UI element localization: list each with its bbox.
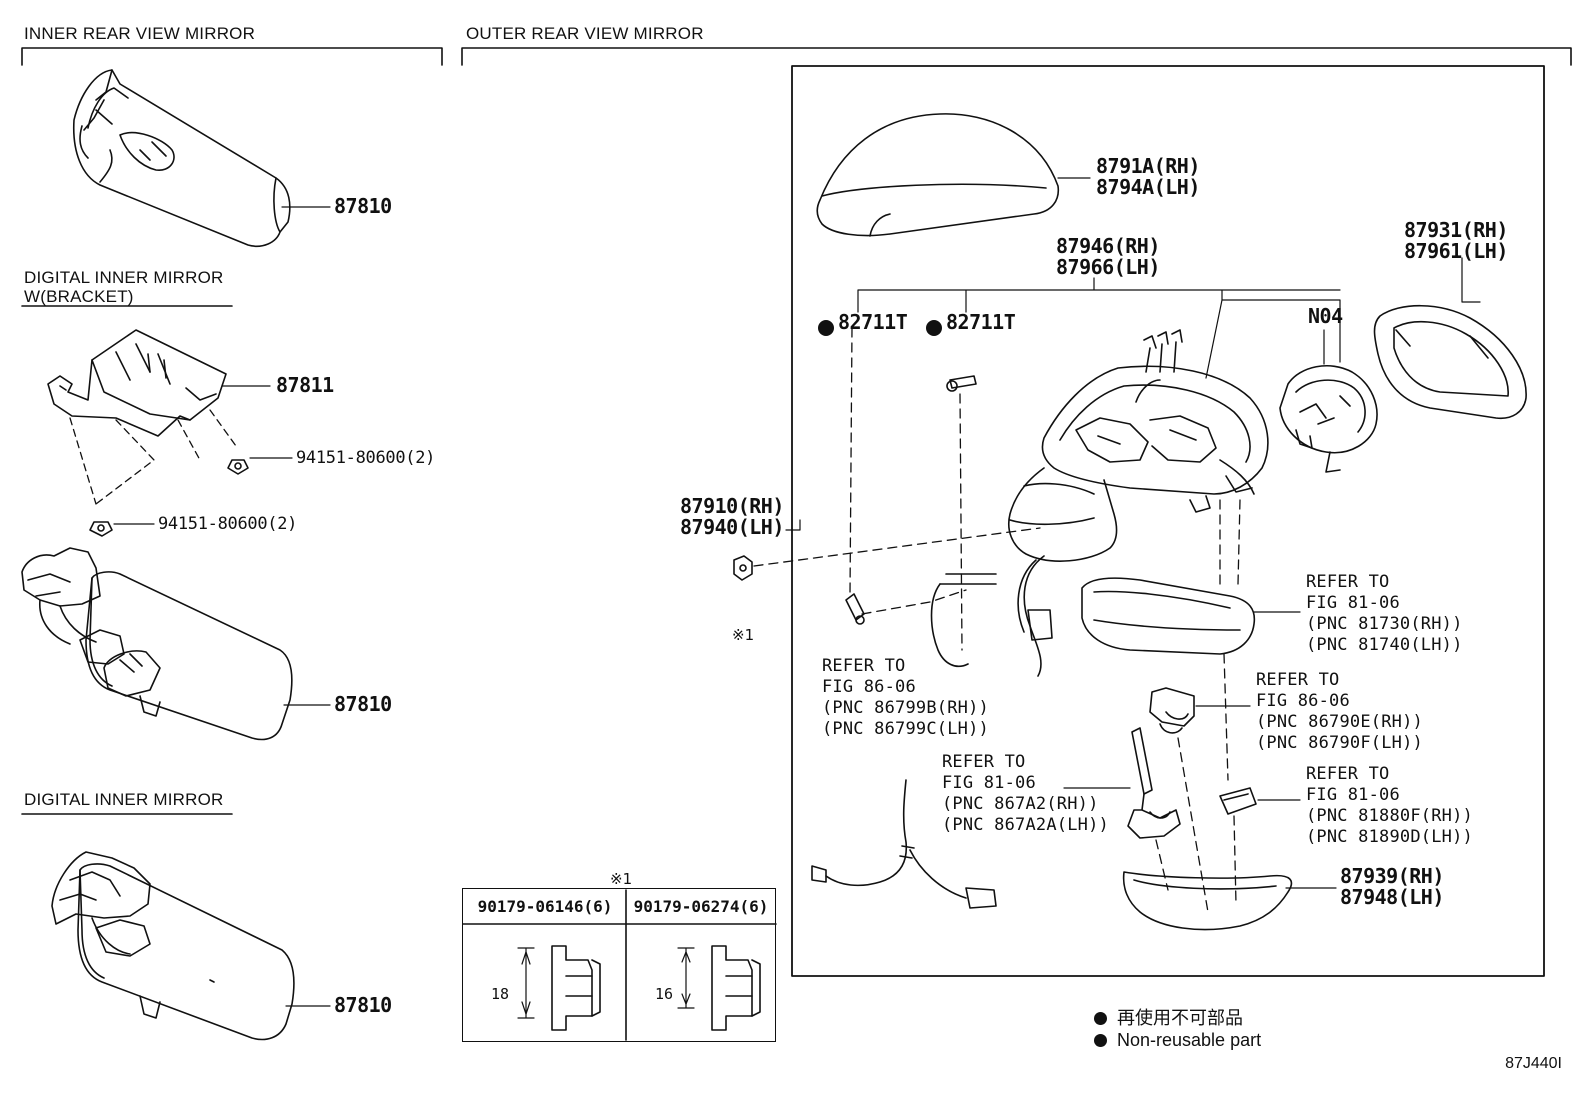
- part-82711t-b[interactable]: 82711T: [946, 310, 1016, 334]
- bolt-size-table: 90179-06146(6) 90179-06274(6) 18 16: [462, 888, 776, 1042]
- lower-cover-illustration: [1122, 871, 1293, 931]
- part-94151-80600-b[interactable]: 94151-80600(2): [158, 514, 298, 534]
- outer-mirror-frame: [791, 65, 1545, 977]
- section-digital-inner-mirror-bracket: DIGITAL INNER MIRROR: [24, 268, 224, 287]
- dimension-16: 16: [655, 985, 674, 1003]
- outer-section-bracket: [461, 47, 1572, 66]
- non-reusable-markers: [818, 320, 942, 336]
- mirror-body-illustration: [930, 329, 1269, 677]
- camera-illustration: [1149, 687, 1195, 734]
- figure-id: 87J440I: [1505, 1055, 1562, 1072]
- harness-illustration: [811, 779, 997, 909]
- part-8791a-rh[interactable]: 8791A(RH): [1096, 154, 1200, 178]
- section-with-bracket: W(BRACKET): [24, 287, 134, 306]
- bolt-1-illustration: [517, 945, 601, 1031]
- part-8794a-lh[interactable]: 8794A(LH): [1096, 175, 1200, 199]
- inner-mirror-illustration: [72, 69, 291, 248]
- part-87961-lh[interactable]: 87961(LH): [1404, 239, 1508, 263]
- bolt-2-illustration: [677, 945, 761, 1031]
- legend-jp-text: 再使用不可部品: [1117, 1008, 1243, 1028]
- part-n04[interactable]: N04: [1308, 304, 1343, 328]
- bullet-icon: [1094, 1034, 1107, 1047]
- nut-illustration: [733, 555, 753, 581]
- part-87810-digital-bracket[interactable]: 87810: [334, 692, 392, 716]
- leader-87946-b: [1205, 299, 1341, 379]
- leader-87931: [1461, 257, 1481, 303]
- section-outer-rear-view-mirror: OUTER REAR VIEW MIRROR: [466, 24, 704, 43]
- digital-mirror-illustration: [51, 851, 295, 1041]
- part-87910-rh[interactable]: 87910(RH): [680, 494, 784, 518]
- part-87939-rh[interactable]: 87939(RH): [1340, 864, 1444, 888]
- part-87948-lh[interactable]: 87948(LH): [1340, 885, 1444, 909]
- bracket-dashed-guides: [69, 409, 237, 505]
- lamp-illustration: [1219, 787, 1257, 815]
- legend-en-text: Non-reusable part: [1117, 1030, 1262, 1050]
- part-82711t-a[interactable]: 82711T: [838, 310, 908, 334]
- part-87966-lh[interactable]: 87966(LH): [1056, 255, 1160, 279]
- mirror-actuator-illustration: [1279, 364, 1378, 473]
- table-header-90179-06274[interactable]: 90179-06274(6): [633, 897, 769, 916]
- turn-signal-illustration: [1081, 577, 1256, 655]
- legend-english: Non-reusable part: [1094, 1030, 1261, 1051]
- clip-94151-a: [227, 459, 249, 475]
- screw-82711t-a: [845, 593, 865, 625]
- assembly-dashed-guides: [753, 327, 1241, 913]
- bullet-icon: [1094, 1012, 1107, 1025]
- dimension-18: 18: [491, 985, 510, 1003]
- table-header-90179-06146[interactable]: 90179-06146(6): [477, 897, 613, 916]
- bolt-table-lines: [462, 889, 777, 1041]
- leader-87946: [857, 277, 1341, 313]
- mirror-cover-illustration: [816, 113, 1060, 237]
- part-87810-inner[interactable]: 87810: [334, 194, 392, 218]
- part-94151-80600-a[interactable]: 94151-80600(2): [296, 448, 436, 468]
- digital-mirror-bracket-illustration: [21, 547, 293, 741]
- clip-94151-b: [89, 521, 113, 537]
- inner-section-bracket: [21, 47, 443, 66]
- part-87940-lh[interactable]: 87940(LH): [680, 515, 784, 539]
- section-digital-inner-mirror: DIGITAL INNER MIRROR: [24, 790, 224, 809]
- antenna-illustration: [1127, 727, 1181, 839]
- legend-japanese: 再使用不可部品: [1094, 1004, 1243, 1030]
- part-87946-rh[interactable]: 87946(RH): [1056, 234, 1160, 258]
- section-inner-rear-view-mirror: INNER REAR VIEW MIRROR: [24, 24, 256, 43]
- mirror-glass-illustration: [1373, 304, 1527, 420]
- bracket-illustration: [47, 329, 227, 437]
- leader-87910: [785, 519, 801, 531]
- note-mark-1: ※1: [732, 626, 755, 644]
- part-87811[interactable]: 87811: [276, 373, 334, 397]
- screw-82711t-b: [946, 375, 977, 392]
- part-87810-digital[interactable]: 87810: [334, 993, 392, 1017]
- part-87931-rh[interactable]: 87931(RH): [1404, 218, 1508, 242]
- table-note-mark: ※1: [610, 870, 633, 888]
